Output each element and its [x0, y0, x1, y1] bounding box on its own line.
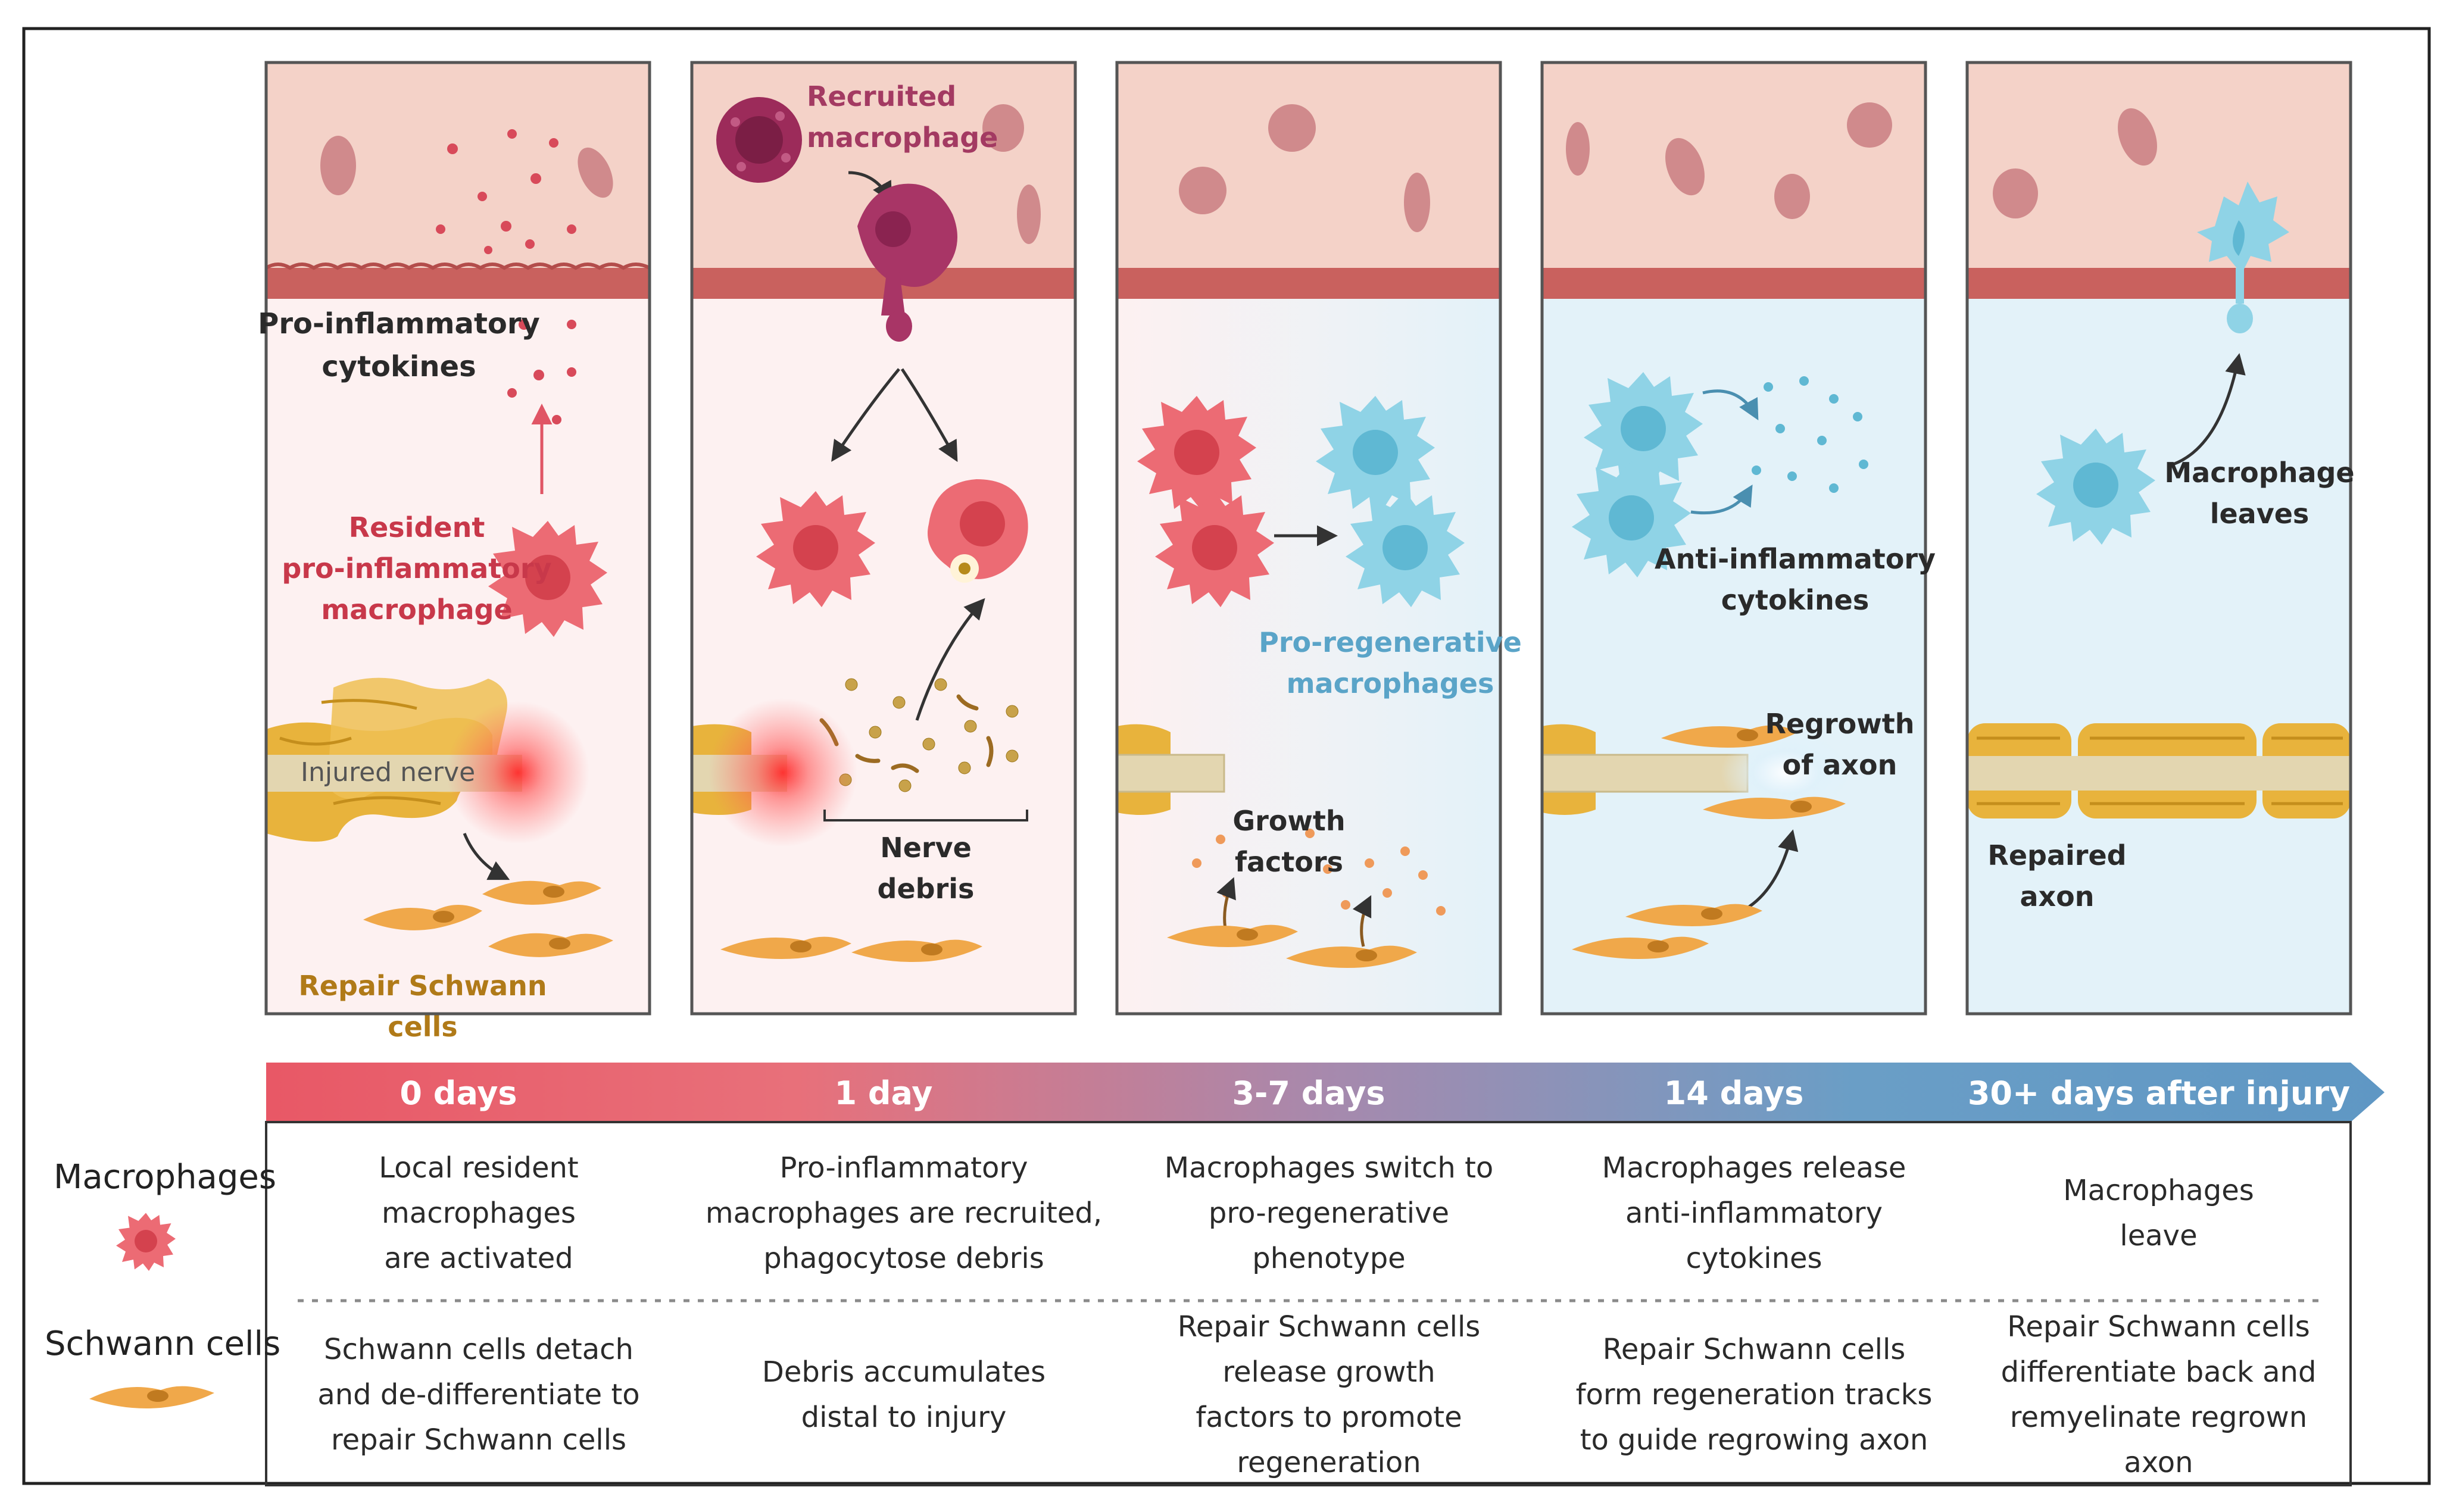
timeline-label: 0 days — [400, 1074, 517, 1112]
schwann-cell — [363, 905, 482, 930]
timeline-label: 30+ days after injury — [1968, 1074, 2350, 1112]
pro-regenerative-macrophage — [1572, 461, 1691, 577]
schwann-cell — [1286, 945, 1417, 968]
schwann-cell — [1703, 796, 1846, 819]
red-blood-cell — [1665, 138, 1705, 196]
extravasating-macrophage — [857, 183, 957, 342]
pro-inflammatory-macrophage — [1155, 491, 1274, 607]
red-blood-cell — [1179, 167, 1226, 214]
label-injured-nerve: Injured nerve — [301, 757, 475, 788]
figure-frame — [22, 27, 2431, 1485]
vessel-wall — [266, 268, 650, 299]
injured-nerve — [266, 677, 589, 844]
red-blood-cell — [2118, 108, 2157, 166]
schwann-cell — [1167, 924, 1298, 947]
repaired-axon — [1967, 723, 2351, 819]
legend-macrophages: Macrophages — [54, 1158, 277, 1197]
pro-regenerative-macrophage — [1316, 396, 1435, 512]
timeline-labels: 0 days 1 day 3-7 days 14 days 30+ days a… — [400, 1074, 2350, 1112]
macrophage-desc-0: Local resident macrophages are activated — [379, 1151, 579, 1275]
anti-inflammatory-cytokines — [1752, 376, 1868, 493]
red-blood-cell — [1268, 104, 1316, 152]
cytokine-dots — [436, 129, 576, 254]
pro-regenerative-macrophage — [1584, 372, 1703, 488]
pro-regenerative-macrophage — [2036, 429, 2155, 545]
timeline-arrow — [266, 1063, 2385, 1122]
schwann-cell — [1661, 725, 1798, 748]
schwann-legend-icon — [89, 1386, 214, 1408]
macrophage-desc-3: Macrophages release anti-inflammatory cy… — [1602, 1151, 1906, 1275]
cytokine-dots — [507, 319, 576, 424]
red-blood-cell — [1774, 174, 1810, 219]
schwann-cell — [720, 936, 851, 959]
timeline-label: 1 day — [834, 1074, 932, 1112]
macrophage-desc-4: Macrophages leave — [2063, 1173, 2254, 1252]
legend-schwann-cells: Schwann cells — [45, 1324, 281, 1363]
recruited-macrophage — [716, 97, 802, 183]
schwann-desc-4: Repair Schwann cells differentiate back … — [2001, 1310, 2317, 1479]
schwann-cell — [1625, 904, 1762, 926]
phagocytosing-macrophage — [928, 479, 1028, 583]
red-blood-cell — [320, 136, 356, 195]
schwann-desc-3: Repair Schwann cells form regeneration t… — [1575, 1332, 1933, 1457]
schwann-cell — [482, 880, 601, 905]
leaving-macrophage — [2197, 182, 2289, 333]
description-table — [265, 1121, 2352, 1486]
schwann-desc-2: Repair Schwann cells release growth fact… — [1177, 1310, 1481, 1479]
red-blood-cell — [1017, 185, 1041, 244]
schwann-desc-0: Schwann cells detach and de-differentiat… — [317, 1332, 640, 1457]
growth-factor-dots — [1192, 829, 1446, 916]
timeline-label: 3-7 days — [1232, 1074, 1385, 1112]
red-blood-cell — [1404, 173, 1430, 232]
schwann-cell — [1572, 936, 1709, 959]
red-blood-cell — [1993, 168, 2038, 218]
red-blood-cell — [982, 104, 1024, 152]
red-blood-cell — [578, 147, 613, 198]
schwann-desc-1: Debris accumulates distal to injury — [762, 1355, 1046, 1434]
red-blood-cell — [1566, 122, 1590, 176]
macrophage-desc-2: Macrophages switch to pro-regenerative p… — [1164, 1151, 1494, 1275]
pro-inflammatory-macrophage — [756, 491, 875, 607]
macrophage-legend-icon — [116, 1213, 176, 1271]
resident-macrophage — [488, 521, 607, 637]
schwann-cell — [488, 933, 613, 957]
timeline-label: 14 days — [1664, 1074, 1804, 1112]
schwann-cell — [851, 939, 982, 962]
macrophage-desc-1: Pro-inflammatory macrophages are recruit… — [705, 1151, 1103, 1275]
pro-inflammatory-macrophage — [1137, 396, 1256, 512]
pro-regenerative-macrophage — [1346, 491, 1465, 607]
red-blood-cell — [1847, 102, 1892, 148]
